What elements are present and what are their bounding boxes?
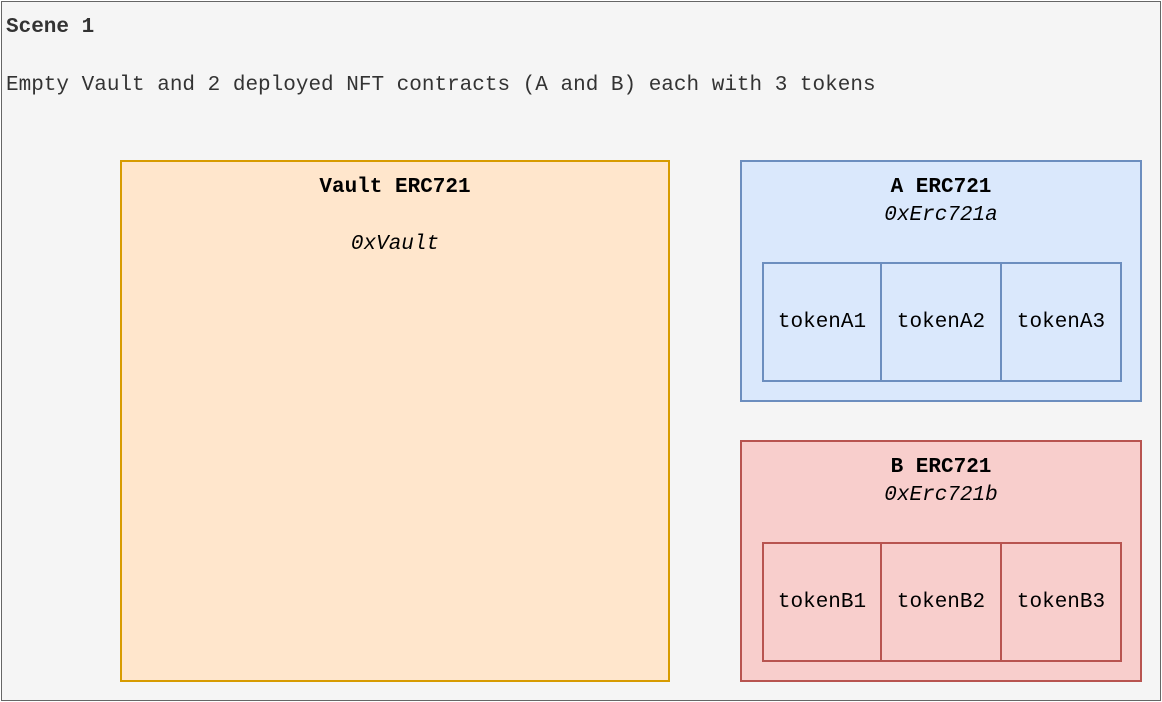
contract-b-token-row: tokenB1 tokenB2 tokenB3 — [762, 542, 1122, 662]
token-a3[interactable]: tokenA3 — [1000, 262, 1122, 382]
scene-description: Empty Vault and 2 deployed NFT contracts… — [6, 74, 876, 97]
vault-title: Vault ERC721 — [319, 176, 471, 199]
vault-address: 0xVault — [350, 233, 440, 256]
contract-a-box[interactable]: A ERC721 0xErc721a tokenA1 tokenA2 token… — [740, 160, 1142, 402]
contract-b-box[interactable]: B ERC721 0xErc721b tokenB1 tokenB2 token… — [740, 440, 1142, 682]
contract-b-title: B ERC721 — [890, 456, 992, 479]
token-b3[interactable]: tokenB3 — [1000, 542, 1122, 662]
contract-a-token-row: tokenA1 tokenA2 tokenA3 — [762, 262, 1122, 382]
token-b2[interactable]: tokenB2 — [880, 542, 1002, 662]
token-b1[interactable]: tokenB1 — [762, 542, 882, 662]
token-a2[interactable]: tokenA2 — [880, 262, 1002, 382]
contract-a-title: A ERC721 — [890, 176, 992, 199]
scene-title: Scene 1 — [6, 16, 95, 39]
token-a1[interactable]: tokenA1 — [762, 262, 882, 382]
vault-contract-box[interactable]: Vault ERC721 0xVault — [120, 160, 670, 682]
contract-a-address: 0xErc721a — [884, 204, 998, 227]
contract-b-address: 0xErc721b — [884, 484, 998, 507]
